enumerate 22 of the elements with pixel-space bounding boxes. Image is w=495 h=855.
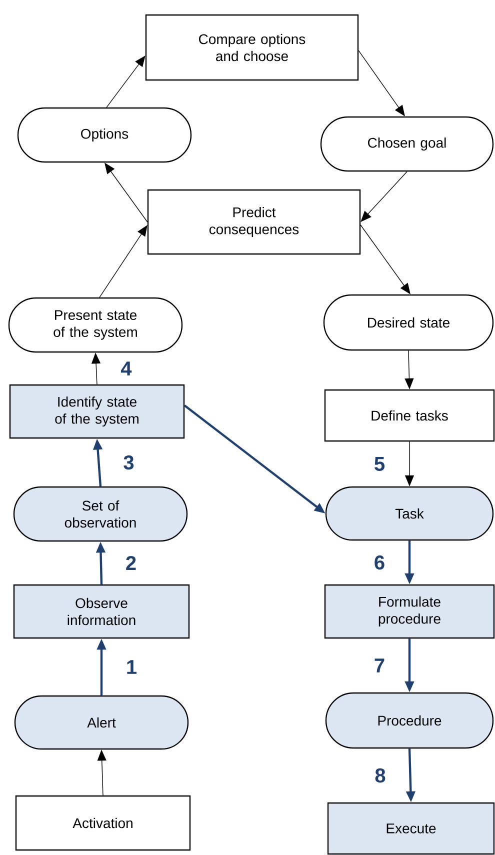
process-box: Identify state of the system xyxy=(9,384,185,439)
arrow xyxy=(106,56,146,108)
step-number: 2 xyxy=(126,556,136,570)
process-box: Observe information xyxy=(13,584,190,639)
process-box: Execute xyxy=(327,802,495,855)
step-number: 4 xyxy=(120,362,132,376)
step-number: 5 xyxy=(374,457,384,471)
step-number: 3 xyxy=(124,455,134,470)
step-number: 8 xyxy=(375,768,386,783)
process-box: Formulate procedure xyxy=(324,584,495,639)
process-box: Activation xyxy=(15,795,191,851)
state-oval: Procedure xyxy=(325,692,494,749)
process-box: Define tasks xyxy=(324,389,495,442)
arrow xyxy=(360,224,410,294)
state-oval: Task xyxy=(325,486,494,541)
step-number: 7 xyxy=(374,658,384,672)
step-number: 1 xyxy=(127,660,136,674)
process-box: Predict consequences xyxy=(147,189,361,255)
arrow xyxy=(99,225,148,298)
step-number: 6 xyxy=(374,555,384,570)
process-box: Compare options and choose xyxy=(145,14,359,81)
arrow xyxy=(360,171,408,222)
